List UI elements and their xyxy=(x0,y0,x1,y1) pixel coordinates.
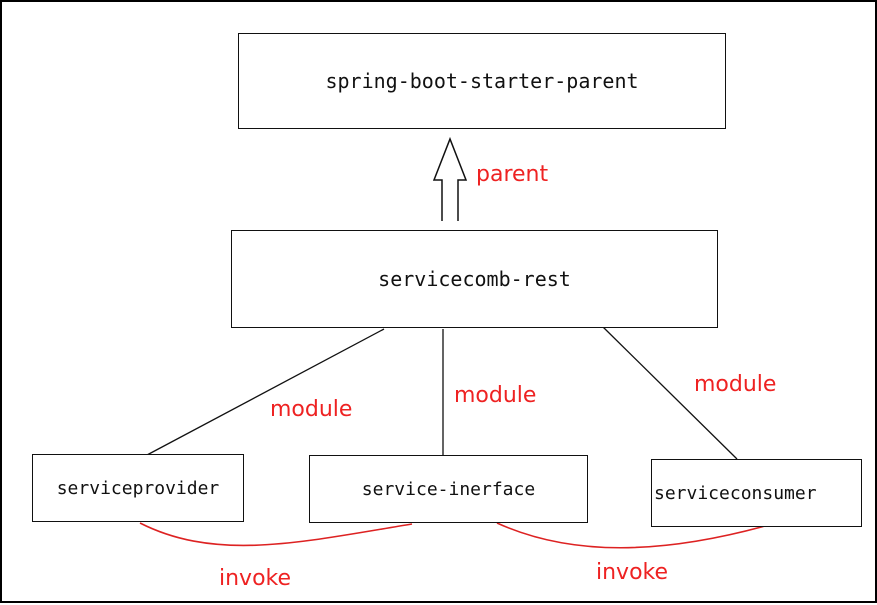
invoke-curve-right xyxy=(496,522,766,549)
node-label: serviceprovider xyxy=(56,477,220,499)
node-serviceconsumer: serviceconsumer xyxy=(651,459,862,527)
edge-label-module-right: module xyxy=(694,372,777,397)
module-line-consumer xyxy=(601,325,738,460)
parent-arrow xyxy=(432,136,468,221)
node-servicecomb-rest: servicecomb-rest xyxy=(231,230,718,328)
node-serviceprovider: serviceprovider xyxy=(32,454,244,522)
node-label: servicecomb-rest xyxy=(378,267,571,291)
edge-label-invoke-left: invoke xyxy=(219,566,292,591)
edge-label-module-mid: module xyxy=(454,383,537,408)
edge-label-invoke-right: invoke xyxy=(596,560,669,585)
edge-label-module-left: module xyxy=(270,397,353,422)
node-spring-boot-starter-parent: spring-boot-starter-parent xyxy=(238,33,726,129)
invoke-curve-left xyxy=(139,522,413,547)
node-label: serviceconsumer xyxy=(654,482,817,504)
node-label: service-inerface xyxy=(361,478,536,500)
node-label: spring-boot-starter-parent xyxy=(325,69,639,93)
edge-label-parent: parent xyxy=(476,162,549,187)
node-service-inerface: service-inerface xyxy=(309,455,588,523)
module-line-provider xyxy=(146,328,385,456)
